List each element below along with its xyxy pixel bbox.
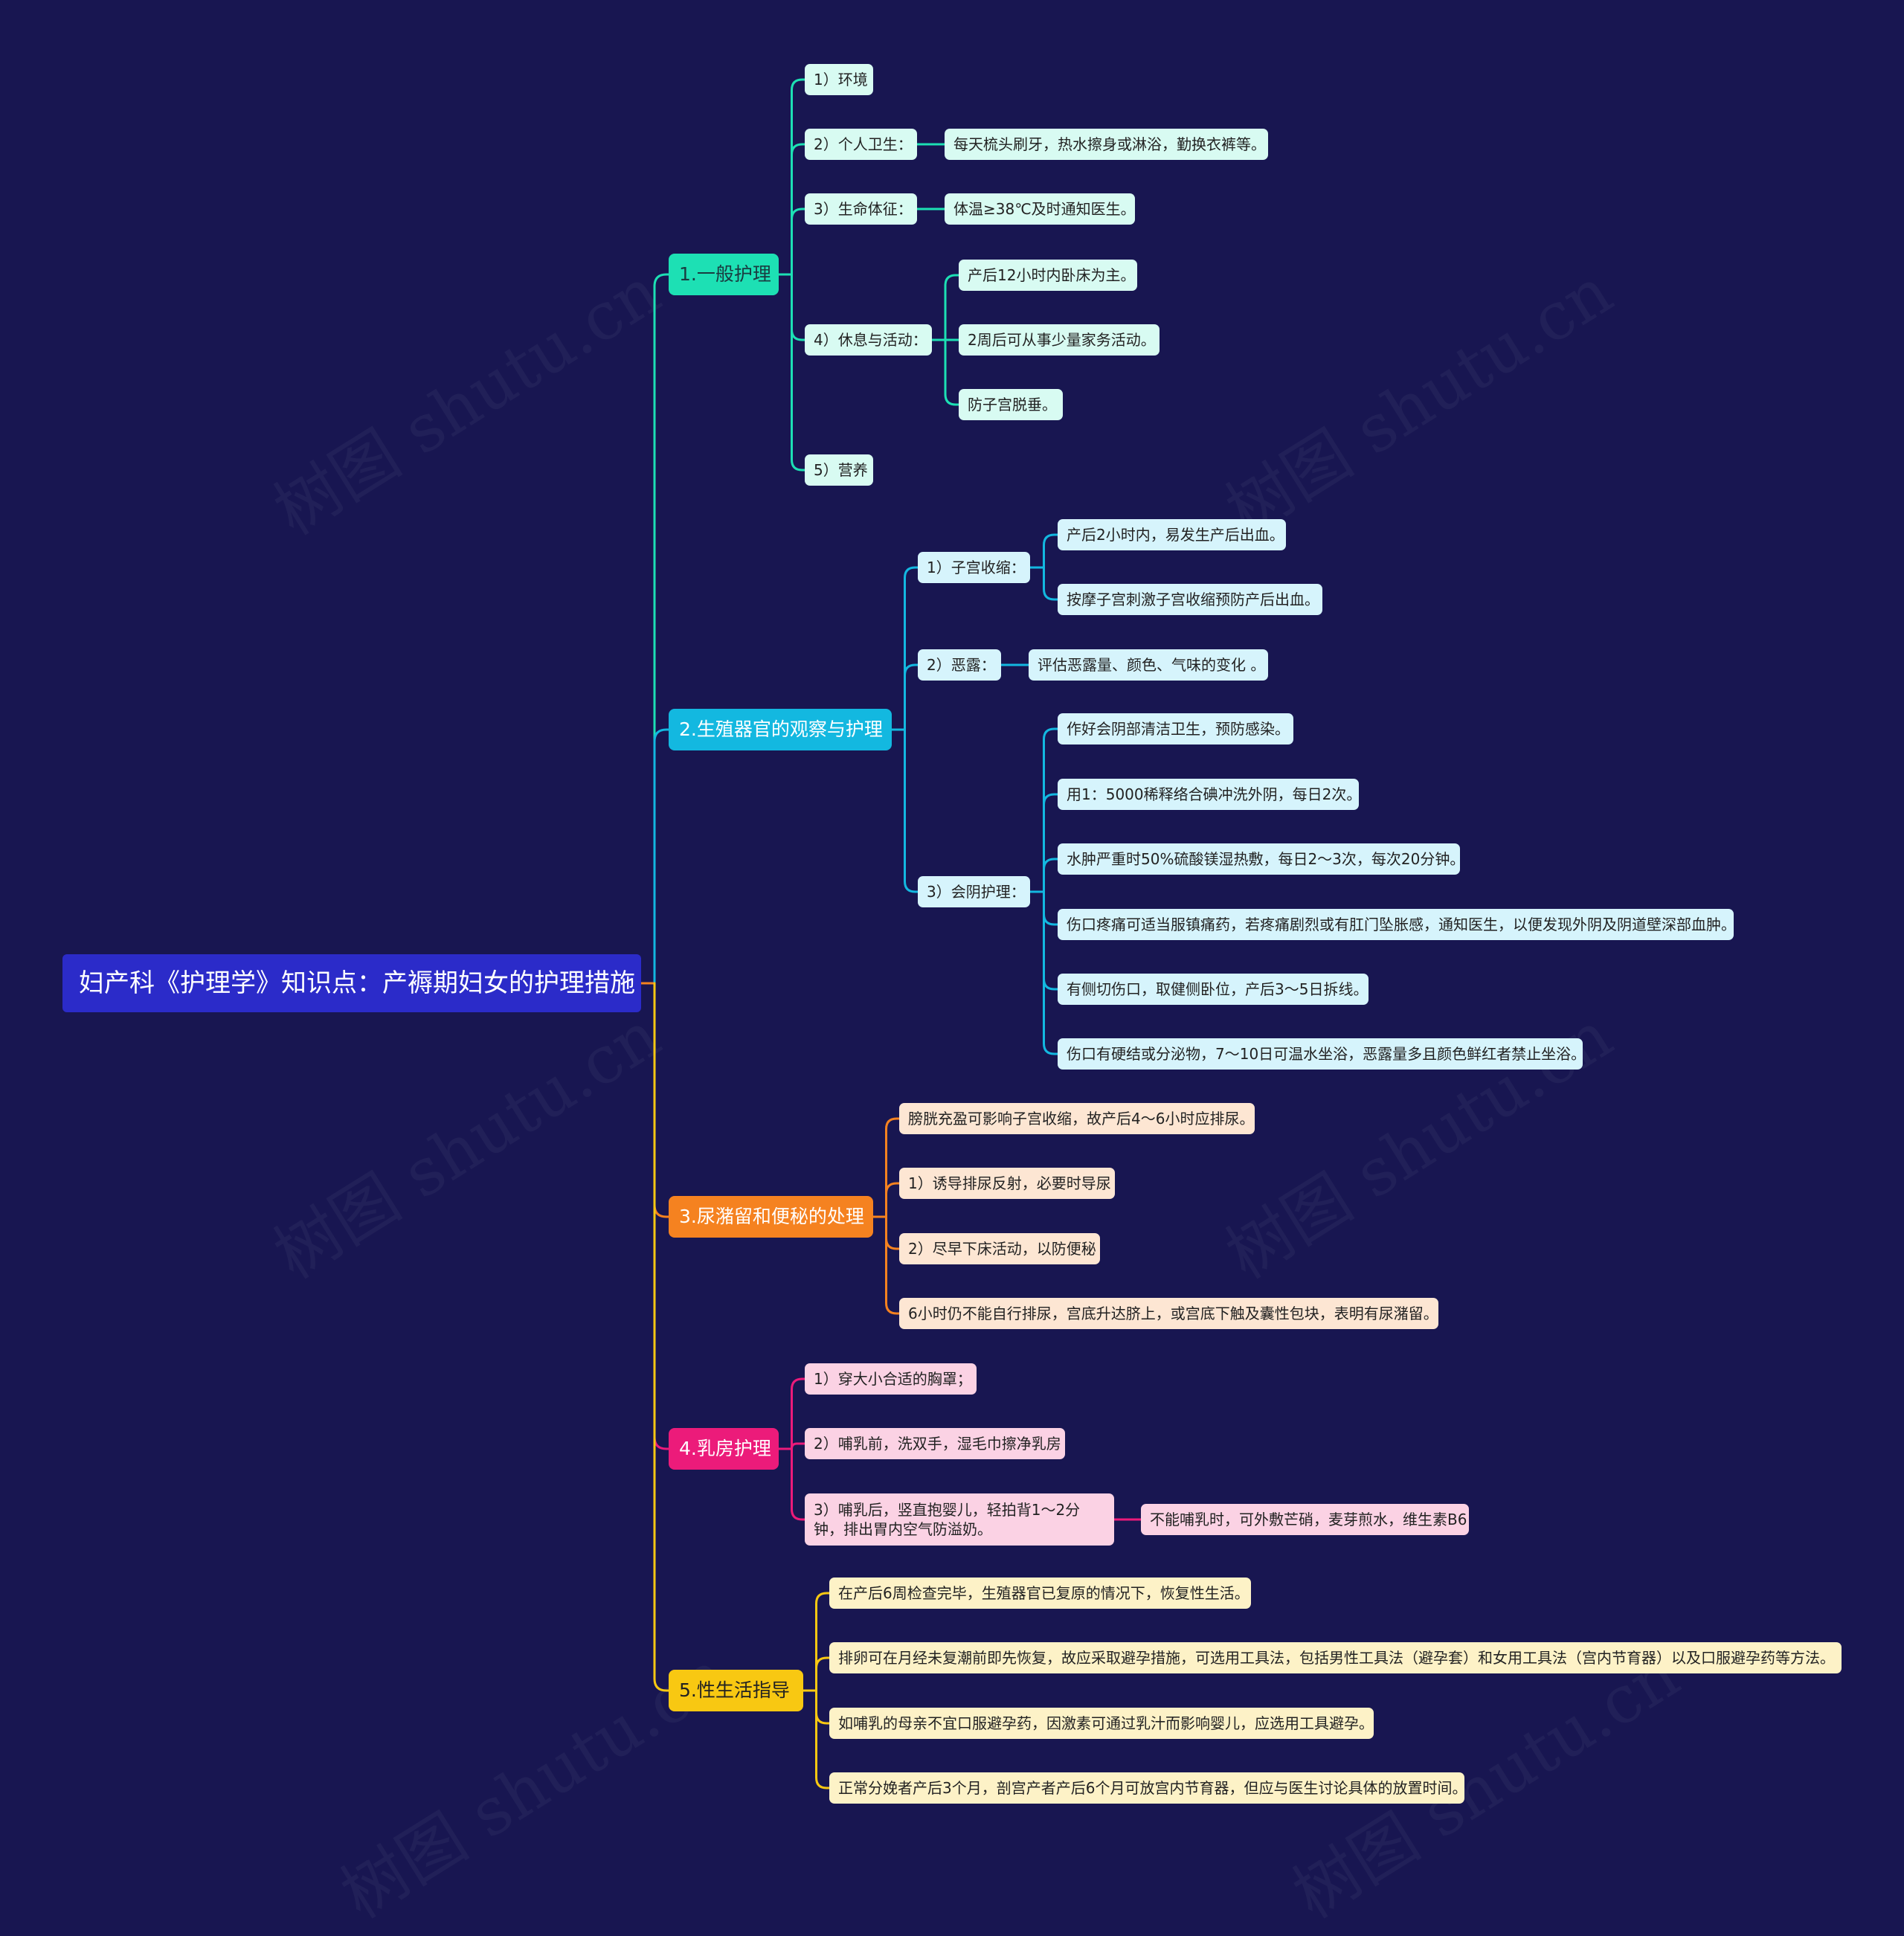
root-link-b1 bbox=[653, 273, 670, 985]
b3-links bbox=[885, 1117, 901, 1218]
b2-links bbox=[1043, 566, 1059, 601]
b3-item-1[interactable]: 膀胱充盈可影响子宫收缩，故产后4～6小时应排尿。 bbox=[899, 1103, 1255, 1134]
b4-item-1[interactable]: 1）穿大小合适的胸罩； bbox=[805, 1363, 977, 1395]
b2-uterus-detail-2[interactable]: 按摩子宫刺激子宫收缩预防产后出血。 bbox=[1058, 584, 1322, 615]
b2-links bbox=[904, 663, 919, 731]
b2-lochia[interactable]: 2）恶露： bbox=[918, 649, 1001, 681]
b1-links bbox=[791, 143, 806, 276]
b5-links bbox=[815, 1689, 831, 1789]
root-topic[interactable]: 妇产科《护理学》知识点：产褥期妇女的护理措施 bbox=[62, 954, 641, 1012]
b3-item-4[interactable]: 6小时仍不能自行排尿，宫底升达脐上，或宫底下触及囊性包块，表明有尿潴留。 bbox=[899, 1298, 1438, 1329]
b1-links bbox=[944, 274, 960, 341]
root-link-b2 bbox=[653, 728, 670, 985]
b2-links bbox=[904, 728, 919, 893]
b4-item-3[interactable]: 3）哺乳后，竖直抱婴儿，轻拍背1～2分钟，排出胃内空气防溢奶。 bbox=[805, 1493, 1114, 1546]
b2-links bbox=[1043, 858, 1059, 893]
b1-rest-detail-1[interactable]: 产后12小时内卧床为主。 bbox=[959, 260, 1137, 291]
b4-links bbox=[791, 1377, 806, 1450]
b2-perineum[interactable]: 3）会阴护理： bbox=[918, 876, 1030, 907]
b5-item-4[interactable]: 正常分娩者产后3个月，剖宫产者产后6个月可放宫内节育器，但应与医生讨论具体的放置… bbox=[829, 1772, 1467, 1804]
b2-links bbox=[1043, 793, 1059, 893]
b1-links bbox=[791, 208, 806, 276]
b3-links bbox=[885, 1182, 901, 1218]
b2-perineum-detail-5[interactable]: 有侧切伤口，取健侧卧位，产后3～5日拆线。 bbox=[1058, 974, 1368, 1005]
b2-links bbox=[1043, 533, 1059, 569]
b5-item-3[interactable]: 如哺乳的母亲不宜口服避孕药，因激素可通过乳汁而影响婴儿，应选用工具避孕。 bbox=[829, 1708, 1374, 1739]
branch-urinary-constipation[interactable]: 3.尿潴留和便秘的处理 bbox=[669, 1196, 873, 1238]
b1-hygiene[interactable]: 2）个人卫生： bbox=[805, 129, 917, 160]
b5-item-1[interactable]: 在产后6周检查完毕，生殖器官已复原的情况下，恢复性生活。 bbox=[829, 1578, 1251, 1609]
b4-item-3-detail[interactable]: 不能哺乳时，可外敷芒硝，麦芽煎水，维生素B6 bbox=[1141, 1504, 1469, 1535]
b2-perineum-detail-1[interactable]: 作好会阴部清洁卫生，预防感染。 bbox=[1058, 713, 1293, 745]
branch-breast-care[interactable]: 4.乳房护理 bbox=[669, 1428, 779, 1470]
branch-sexual-guidance[interactable]: 5.性生活指导 bbox=[669, 1670, 803, 1711]
b1-links bbox=[791, 78, 806, 276]
b2-links bbox=[1043, 890, 1059, 991]
connector-lines bbox=[640, 78, 1142, 1789]
root-link-b3 bbox=[653, 982, 670, 1218]
b2-perineum-detail-3[interactable]: 水肿严重时50%硫酸镁湿热敷，每日2～3次，每次20分钟。 bbox=[1058, 843, 1464, 875]
root-link-b5 bbox=[653, 982, 670, 1692]
b1-hygiene-detail[interactable]: 每天梳头刷牙，热水擦身或淋浴，勤换衣裤等。 bbox=[945, 129, 1268, 160]
b2-links bbox=[904, 566, 919, 731]
b1-vitals[interactable]: 3）生命体征： bbox=[805, 193, 917, 225]
b1-vitals-detail[interactable]: 体温≥38℃及时通知医生。 bbox=[945, 193, 1136, 225]
b2-lochia-detail[interactable]: 评估恶露量、颜色、气味的变化 。 bbox=[1029, 649, 1268, 681]
branch-reproductive-organs[interactable]: 2.生殖器官的观察与护理 bbox=[669, 709, 892, 750]
b2-links bbox=[1043, 890, 1059, 926]
b4-item-2[interactable]: 2）哺乳前，洗双手，湿毛巾擦净乳房 bbox=[805, 1428, 1065, 1459]
b2-perineum-detail-4[interactable]: 伤口疼痛可适当服镇痛药，若疼痛剧烈或有肛门坠胀感，通知医生，以便发现外阴及阴道壁… bbox=[1058, 909, 1736, 940]
b2-perineum-detail-6[interactable]: 伤口有硬结或分泌物，7～10日可温水坐浴，恶露量多且颜色鲜红者禁止坐浴。 bbox=[1058, 1038, 1586, 1070]
b2-links bbox=[1043, 727, 1059, 893]
b5-links bbox=[815, 1656, 831, 1692]
b1-links bbox=[791, 273, 806, 472]
b1-rest[interactable]: 4）休息与活动： bbox=[805, 324, 932, 356]
branch-general-care[interactable]: 1.一般护理 bbox=[669, 254, 779, 295]
b3-links bbox=[885, 1215, 901, 1250]
b3-item-2[interactable]: 1）诱导排尿反射，必要时导尿 bbox=[899, 1168, 1115, 1199]
b2-uterus[interactable]: 1）子宫收缩： bbox=[918, 552, 1030, 583]
b4-links bbox=[791, 1442, 806, 1450]
b1-links bbox=[944, 338, 960, 406]
b1-rest-detail-2[interactable]: 2周后可从事少量家务活动。 bbox=[959, 324, 1160, 356]
b3-links bbox=[885, 1215, 901, 1315]
b2-uterus-detail-1[interactable]: 产后2小时内，易发生产后出血。 bbox=[1058, 519, 1286, 550]
b5-links bbox=[815, 1689, 831, 1725]
b1-environment[interactable]: 1）环境 bbox=[805, 64, 873, 95]
b2-links bbox=[1043, 890, 1059, 1055]
b4-links bbox=[791, 1447, 806, 1521]
b3-item-3[interactable]: 2）尽早下床活动，以防便秘 bbox=[899, 1233, 1100, 1264]
b5-links bbox=[815, 1592, 831, 1692]
b5-item-2[interactable]: 排卵可在月经未复潮前即先恢复，故应采取避孕措施，可选用工具法，包括男性工具法（避… bbox=[829, 1642, 1842, 1673]
b1-nutrition[interactable]: 5）营养 bbox=[805, 454, 873, 486]
b2-perineum-detail-2[interactable]: 用1：5000稀释络合碘冲洗外阴，每日2次。 bbox=[1058, 779, 1361, 810]
b1-rest-detail-3[interactable]: 防子宫脱垂。 bbox=[959, 389, 1063, 420]
b1-links bbox=[791, 273, 806, 341]
